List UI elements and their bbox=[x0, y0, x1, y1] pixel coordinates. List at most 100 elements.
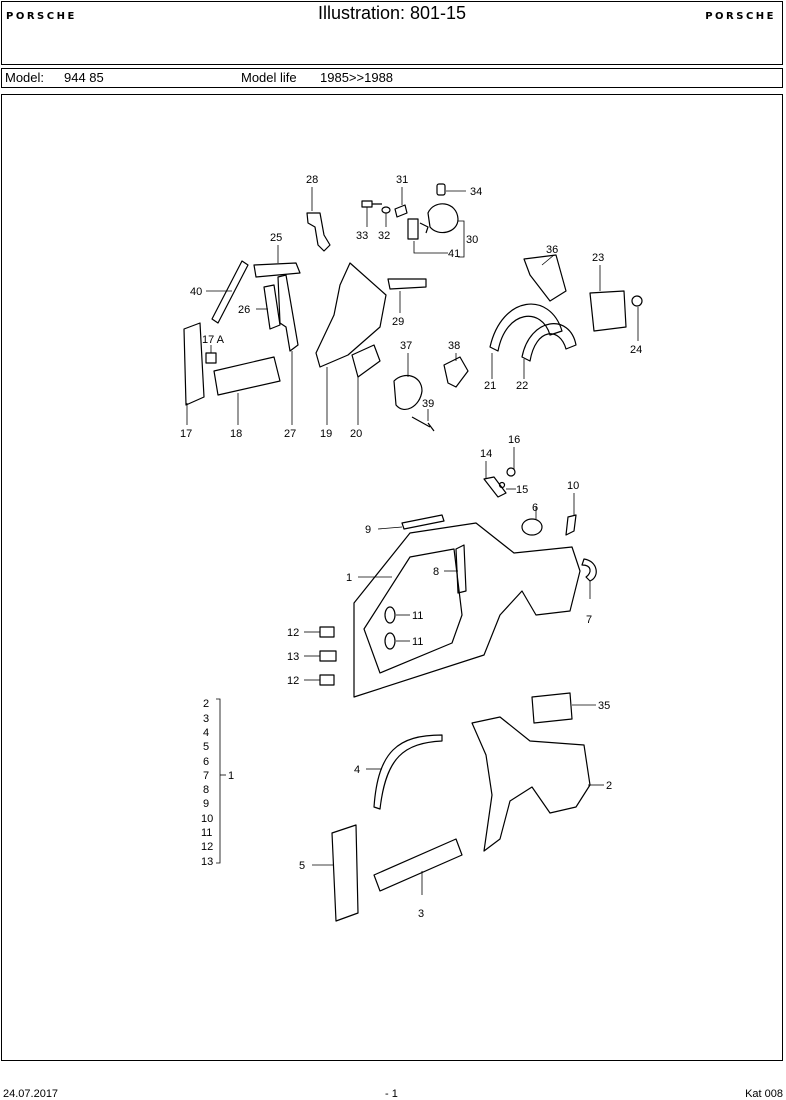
bracket-item: 13 bbox=[201, 856, 213, 868]
part-5-shape bbox=[331, 824, 359, 922]
part-38-shape bbox=[443, 356, 469, 388]
part-12-upper-shape bbox=[319, 626, 335, 638]
callout-32: 32 bbox=[378, 230, 390, 242]
part-drawings bbox=[183, 183, 643, 922]
model-info-bar: Model: 944 85 Model life 1985>>1988 bbox=[1, 68, 783, 88]
part-20-shape bbox=[351, 344, 381, 378]
part-33-shape bbox=[361, 200, 382, 208]
leader-lines bbox=[186, 187, 639, 895]
callout-17: 17 bbox=[180, 428, 192, 440]
callout-11-lower: 11 bbox=[412, 636, 423, 648]
part-27-shape bbox=[277, 274, 299, 352]
callout-16: 16 bbox=[508, 434, 520, 446]
part-10-shape bbox=[565, 514, 577, 536]
bracket-target: 1 bbox=[228, 770, 234, 782]
part-17a-shape bbox=[205, 352, 217, 364]
callout-27: 27 bbox=[284, 428, 296, 440]
part-37-shape bbox=[393, 374, 423, 410]
model-life-value: 1985>>1988 bbox=[320, 70, 394, 85]
part-12-lower-shape bbox=[319, 674, 335, 686]
parts-diagram: 28 31 34 33 32 30 41 25 40 26 17 A 36 23… bbox=[1, 94, 783, 1061]
part-14-shape bbox=[483, 476, 507, 498]
part-40-shape bbox=[211, 260, 249, 324]
part-31-shape bbox=[394, 204, 408, 218]
bracket-item: 8 bbox=[203, 784, 209, 796]
part-21-shape bbox=[489, 303, 563, 352]
callout-25: 25 bbox=[270, 232, 282, 244]
model-value: 944 85 bbox=[64, 70, 104, 85]
callout-17a: 17 A bbox=[202, 334, 225, 346]
callout-30: 30 bbox=[466, 234, 478, 246]
callout-40: 40 bbox=[190, 286, 202, 298]
header-box: PORSCHE Illustration: 801-15 PORSCHE bbox=[1, 1, 783, 65]
callout-19: 19 bbox=[320, 428, 332, 440]
callout-9: 9 bbox=[365, 524, 371, 536]
part-36-shape bbox=[523, 254, 567, 302]
part-7-shape bbox=[581, 558, 597, 582]
callout-6: 6 bbox=[532, 502, 538, 514]
footer-catalog: Kat 008 bbox=[745, 1088, 783, 1100]
callout-29: 29 bbox=[392, 316, 404, 328]
callout-13: 13 bbox=[287, 651, 299, 663]
part-15-shape bbox=[498, 481, 506, 489]
callout-21: 21 bbox=[484, 380, 496, 392]
callout-7: 7 bbox=[586, 614, 592, 626]
part-41-shape bbox=[407, 218, 429, 240]
part-18-shape bbox=[213, 356, 281, 396]
callout-15: 15 bbox=[516, 484, 528, 496]
callout-12-upper: 12 bbox=[287, 627, 299, 639]
part-26-shape bbox=[263, 284, 281, 330]
bracket-list: 2 3 4 5 6 7 8 9 10 11 12 13 1 bbox=[201, 698, 234, 868]
callout-5: 5 bbox=[299, 860, 305, 872]
callout-10: 10 bbox=[567, 480, 579, 492]
footer-page: - 1 bbox=[385, 1088, 398, 1100]
part-6-shape bbox=[521, 518, 543, 536]
part-34-shape bbox=[436, 183, 446, 196]
model-life-label: Model life bbox=[241, 70, 297, 85]
part-11-upper-shape bbox=[384, 606, 396, 624]
bracket-item: 4 bbox=[203, 727, 209, 739]
part-17-shape bbox=[183, 322, 205, 406]
callout-36: 36 bbox=[546, 244, 558, 256]
part-28-shape bbox=[306, 212, 331, 252]
callout-8: 8 bbox=[433, 566, 439, 578]
part-4-shape bbox=[373, 734, 443, 810]
part-35-shape bbox=[531, 692, 573, 724]
part-2-shape bbox=[471, 716, 591, 852]
callout-18: 18 bbox=[230, 428, 242, 440]
callout-22: 22 bbox=[516, 380, 528, 392]
bracket-item: 11 bbox=[201, 827, 212, 839]
callout-28: 28 bbox=[306, 174, 318, 186]
callout-4: 4 bbox=[354, 764, 360, 776]
callout-24: 24 bbox=[630, 344, 642, 356]
part-24-shape bbox=[631, 295, 643, 307]
callout-38: 38 bbox=[448, 340, 460, 352]
parts-diagram-svg: 28 31 34 33 32 30 41 25 40 26 17 A 36 23… bbox=[180, 174, 643, 922]
bracket-item: 6 bbox=[203, 756, 209, 768]
brand-logo-right: PORSCHE bbox=[705, 11, 776, 22]
callout-2: 2 bbox=[606, 780, 612, 792]
part-29-shape bbox=[387, 278, 427, 290]
callout-14: 14 bbox=[480, 448, 492, 460]
footer-date: 24.07.2017 bbox=[3, 1088, 59, 1100]
part-30-shape bbox=[427, 203, 459, 234]
callout-12-lower: 12 bbox=[287, 675, 299, 687]
callout-33: 33 bbox=[356, 230, 368, 242]
bracket-item: 12 bbox=[201, 841, 213, 853]
part-9-shape bbox=[401, 514, 445, 530]
bracket-item: 9 bbox=[203, 798, 209, 810]
callout-35: 35 bbox=[598, 700, 610, 712]
callout-3: 3 bbox=[418, 908, 424, 920]
part-16-shape bbox=[506, 467, 516, 477]
bracket-item: 5 bbox=[203, 741, 209, 753]
part-25-shape bbox=[253, 262, 301, 278]
part-19-shape bbox=[315, 262, 387, 368]
part-1-shape bbox=[353, 522, 581, 698]
callout-37: 37 bbox=[400, 340, 412, 352]
part-3-shape bbox=[373, 838, 463, 892]
part-13-shape bbox=[319, 650, 337, 662]
part-22-shape bbox=[521, 323, 577, 362]
bracket-item: 3 bbox=[203, 713, 209, 725]
part-39-shape bbox=[411, 416, 435, 432]
illustration-title: Illustration: 801-15 bbox=[317, 3, 467, 23]
